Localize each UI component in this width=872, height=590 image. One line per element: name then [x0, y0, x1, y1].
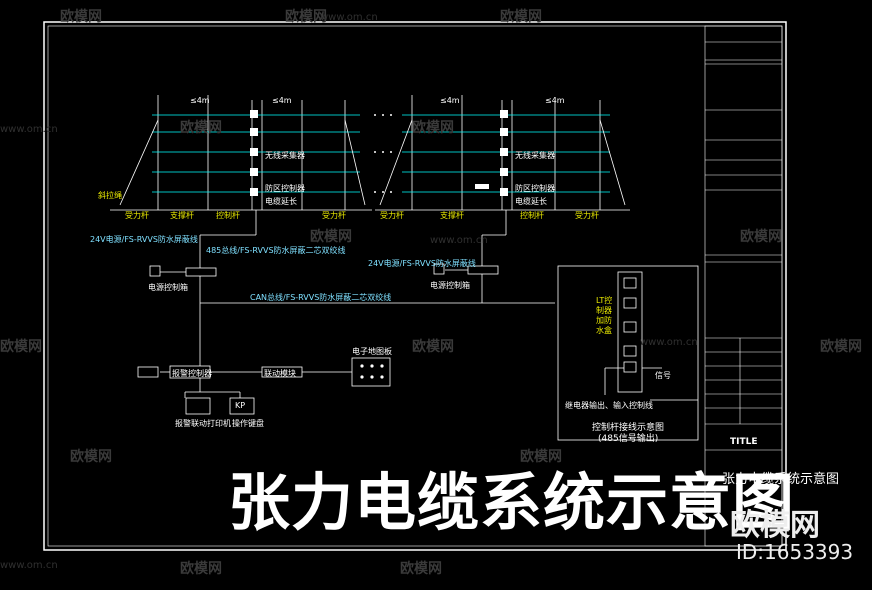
label-relay-signal: 信号 [655, 371, 671, 380]
label-emap: 电子地图板 [352, 347, 392, 356]
title-block [704, 25, 783, 547]
watermark-10: 欧模网 [820, 339, 862, 355]
watermark-6: 欧模网 [310, 229, 352, 245]
watermark-url-3: www.om.cn [430, 235, 488, 246]
watermark-11: 欧模网 [70, 449, 112, 465]
watermark-12: 欧模网 [520, 449, 562, 465]
label-cable-485: 485总线/FS-RVVS防水屏蔽二芯双绞线 [206, 246, 346, 255]
label-detail-caption-2: (485信号输出) [598, 434, 659, 444]
label-printer: 报警联动打印机 [175, 419, 231, 428]
outer-frame [43, 21, 787, 551]
drawing-title-large: 张力电缆系统示意图 [228, 466, 796, 539]
drawing-title-small: 张力电缆系统示意图 [722, 472, 840, 487]
watermark-14: 欧模网 [400, 561, 442, 577]
watermark-url-1: www.om.cn [0, 124, 58, 135]
continuation-dots [374, 114, 392, 193]
drawing-id: ID:1653393 [736, 540, 854, 564]
feeder-lines [137, 210, 555, 415]
watermark-4: 欧模网 [180, 120, 222, 136]
label-keypad: 操作键盘 [232, 419, 264, 428]
label-collector-right: 无线采集器 [515, 151, 555, 160]
watermark-7: 欧模网 [740, 229, 782, 245]
label-spacing-1: ≤4m [190, 96, 210, 105]
label-diagonal-rope: 斜拉绳 [98, 191, 122, 200]
label-power-ctrl-left: 电源控制箱 [148, 283, 188, 292]
emap-dots [360, 364, 384, 379]
label-control-pole: 控制杆 [216, 211, 240, 220]
label-force-pole-right-a: 受力杆 [380, 211, 404, 220]
label-anti-cut-right: 防区控制器 [515, 184, 555, 193]
label-force-pole-left: 受力杆 [125, 211, 149, 220]
watermark-url-2: www.om.cn [320, 12, 378, 23]
right-braces [375, 119, 630, 211]
title-block-label: TITLE [730, 437, 758, 447]
label-tension-left: 电缆延长 [265, 197, 297, 206]
label-spacing-2: ≤4m [272, 96, 292, 105]
label-can-bus: CAN总线/FS-RVVS防水屏蔽二芯双绞线 [250, 293, 392, 302]
watermark-13: 欧模网 [180, 561, 222, 577]
label-force-pole-mid: 受力杆 [322, 211, 346, 220]
watermark-9: 欧模网 [412, 339, 454, 355]
label-anti-cut-left: 防区控制器 [265, 184, 305, 193]
logo-watermark: 欧模网 [730, 508, 820, 543]
label-power-ctrl-right: 电源控制箱 [430, 281, 470, 290]
label-alarm-host: 报警控制器 [172, 369, 212, 378]
label-spacing-4: ≤4m [545, 96, 565, 105]
detail-box [557, 265, 699, 441]
label-support-pole-right: 支撑杆 [440, 211, 464, 220]
watermark-5: 欧模网 [412, 120, 454, 136]
label-spacing-3: ≤4m [440, 96, 460, 105]
label-relay: 继电器输出、输入控制线 [565, 401, 653, 410]
watermark-3: 欧模网 [500, 9, 542, 25]
watermark-url-5: www.om.cn [0, 560, 58, 571]
label-cable-24v-left: 24V电源/FS-RVVS防水屏蔽线 [90, 235, 198, 244]
label-tension-right: 电缆延长 [515, 197, 547, 206]
label-keypad-code: KP [235, 401, 246, 410]
label-collector-left: 无线采集器 [265, 151, 305, 160]
fence-left-boxes [250, 110, 258, 196]
label-control-pole-right: 控制杆 [520, 211, 544, 220]
watermark-2: 欧模网 [285, 9, 327, 25]
label-support-pole: 支撑杆 [170, 211, 194, 220]
label-detail-controller: LT控制器 加防水盒 [596, 296, 613, 335]
label-cable-24v-right: 24V电源/FS-RVVS防水屏蔽线 [368, 259, 476, 268]
left-braces [110, 119, 372, 211]
watermark-1: 欧模网 [60, 9, 102, 25]
label-detail-caption: 控制杆接线示意图 [592, 423, 665, 433]
watermark-8: 欧模网 [0, 339, 42, 355]
label-linkage: 联动模块 [264, 369, 296, 378]
watermark-url-4: www.om.cn [640, 337, 698, 348]
fence-right-boxes [475, 110, 508, 196]
label-force-pole-right-b: 受力杆 [575, 211, 599, 220]
